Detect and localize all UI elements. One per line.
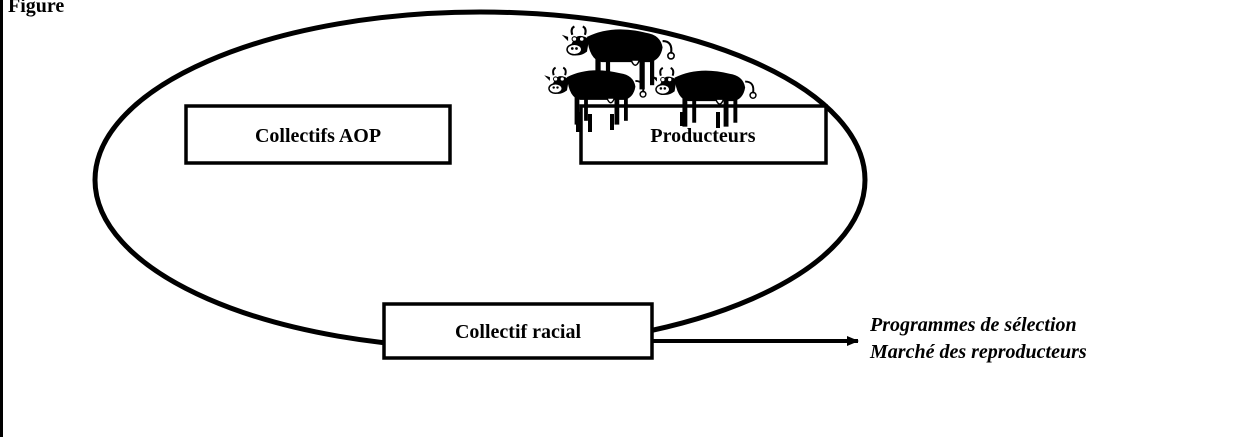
- node-producteurs-label: Producteurs: [650, 125, 755, 147]
- cow-herd-icon: [543, 25, 757, 132]
- node-collectif-racial: Collectif racial: [382, 302, 654, 360]
- output-line-market: Marché des reproducteurs: [869, 341, 1087, 363]
- node-producteurs: Producteurs: [579, 104, 828, 165]
- figure-caption: Figure: [8, 0, 64, 17]
- node-collectifs-aop: Collectifs AOP: [184, 104, 452, 165]
- collective-ellipse: [92, 9, 868, 351]
- node-collectif-racial-label: Collectif racial: [455, 321, 581, 343]
- output-line-selection: Programmes de sélection: [869, 314, 1077, 336]
- node-collectifs-aop-label: Collectifs AOP: [255, 125, 381, 147]
